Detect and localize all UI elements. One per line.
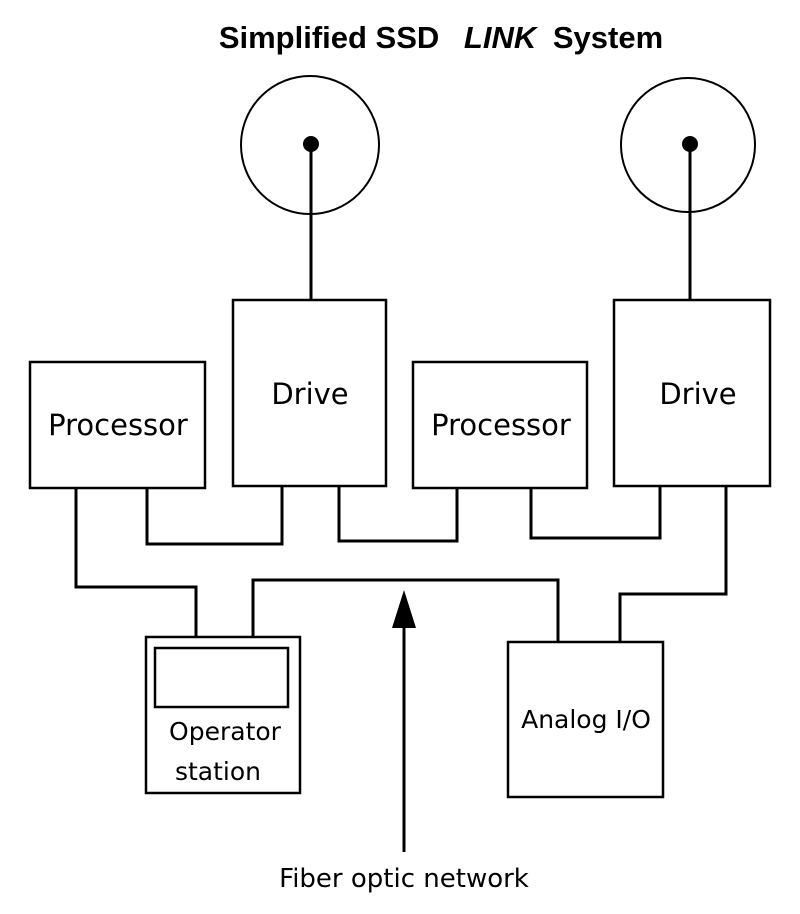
analog-io-label: Analog I/O	[521, 705, 651, 734]
motor-right	[620, 77, 756, 300]
processor-right-box: Processor	[411, 360, 589, 490]
link-processor-left-drive-left	[145, 486, 284, 546]
fiber-arrow-head	[392, 590, 416, 628]
fiber-arrow	[392, 590, 416, 852]
fiber-network-label: Fiber optic network	[279, 864, 529, 894]
drive-right-label: Drive	[659, 377, 736, 411]
processor-left-label: Processor	[48, 408, 188, 442]
analog-io-box: Analog I/O	[506, 640, 665, 799]
link-drive-left-processor-right	[337, 486, 459, 543]
diagram-title: Simplified SSD LINK System	[219, 20, 663, 55]
processor-right-label: Processor	[431, 408, 571, 442]
drive-left-label: Drive	[271, 377, 348, 411]
fiber-backbone	[251, 578, 560, 642]
operator-label-line2: station	[175, 757, 261, 786]
drive-right-box: Drive	[612, 298, 772, 488]
operator-label-line1: Operator	[169, 717, 282, 746]
processor-left-box: Processor	[28, 360, 207, 490]
link-drive-right-analog	[618, 486, 728, 642]
title-part-3: System	[553, 20, 663, 55]
motor-left	[240, 75, 380, 300]
title-part-2: LINK	[464, 20, 539, 55]
title-part-1: Simplified SSD	[219, 20, 439, 55]
drive-left-box: Drive	[231, 298, 388, 488]
operator-screen	[153, 646, 290, 709]
link-processor-left-operator	[74, 488, 198, 637]
link-processor-right-drive-right	[529, 486, 662, 540]
operator-station-box: Operator station	[144, 635, 302, 795]
